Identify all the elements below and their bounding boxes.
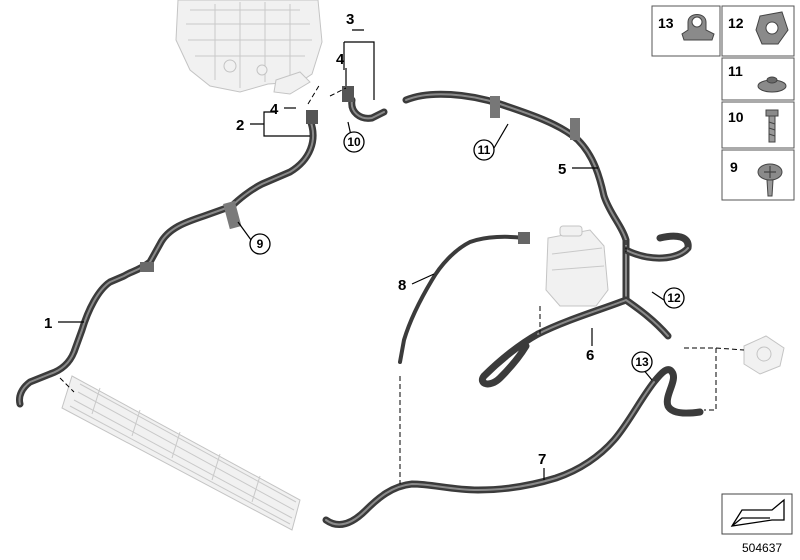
holder-clip-icon bbox=[755, 11, 789, 45]
radiator-ghost bbox=[61, 375, 301, 531]
callout-labels: 1 2 3 4 4 5 6 7 8 bbox=[44, 11, 594, 468]
screw-icon bbox=[757, 163, 783, 197]
expansion-tank-ghost bbox=[545, 225, 609, 307]
svg-text:9: 9 bbox=[730, 159, 738, 175]
parts-legend: 13 12 11 10 bbox=[651, 5, 795, 201]
bolt-icon bbox=[765, 109, 779, 143]
grommet-icon bbox=[757, 76, 787, 93]
connection-dashes bbox=[59, 83, 745, 484]
callout-4-lower: 4 bbox=[270, 101, 279, 118]
callout-5: 5 bbox=[558, 161, 566, 178]
hose-1-2 bbox=[16, 110, 318, 408]
valve-ghost bbox=[743, 335, 785, 375]
svg-text:11: 11 bbox=[728, 63, 743, 79]
document-number: 504637 bbox=[742, 541, 782, 555]
hose-3 bbox=[342, 86, 388, 122]
svg-text:13: 13 bbox=[635, 355, 649, 369]
engine-block-ghost bbox=[175, 0, 323, 95]
hose-5 bbox=[402, 90, 630, 304]
svg-text:13: 13 bbox=[658, 15, 674, 31]
callout-3: 3 bbox=[346, 11, 354, 28]
circled-callouts: 9 10 11 12 13 bbox=[249, 131, 685, 373]
callout-1: 1 bbox=[44, 315, 52, 332]
svg-text:11: 11 bbox=[478, 143, 491, 157]
svg-text:12: 12 bbox=[667, 291, 681, 305]
callout-8: 8 bbox=[398, 277, 406, 294]
callout-2: 2 bbox=[236, 117, 244, 134]
legend-item-12: 12 bbox=[721, 5, 795, 57]
svg-text:9: 9 bbox=[257, 237, 264, 251]
legend-item-11: 11 bbox=[721, 57, 795, 101]
hose-7 bbox=[322, 366, 704, 528]
leader-lines bbox=[58, 29, 665, 480]
hose-6 bbox=[479, 232, 692, 388]
legend-item-9: 9 bbox=[721, 149, 795, 201]
callout-7: 7 bbox=[538, 451, 546, 468]
circled-callout-11: 11 bbox=[473, 139, 495, 161]
svg-text:10: 10 bbox=[728, 109, 744, 125]
circled-callout-12: 12 bbox=[663, 287, 685, 309]
legend-item-13: 13 bbox=[651, 5, 721, 57]
circled-callout-10: 10 bbox=[343, 131, 365, 153]
legend-item-10: 10 bbox=[721, 101, 795, 149]
svg-text:10: 10 bbox=[347, 135, 361, 149]
circled-callout-9: 9 bbox=[249, 233, 271, 255]
callout-4-upper: 4 bbox=[336, 51, 345, 68]
line-8 bbox=[398, 232, 530, 364]
svg-text:12: 12 bbox=[728, 15, 744, 31]
hose-clamp-icon bbox=[681, 14, 715, 41]
callout-6: 6 bbox=[586, 347, 594, 364]
circled-callout-13: 13 bbox=[631, 351, 653, 373]
catalog-symbol bbox=[721, 493, 793, 535]
